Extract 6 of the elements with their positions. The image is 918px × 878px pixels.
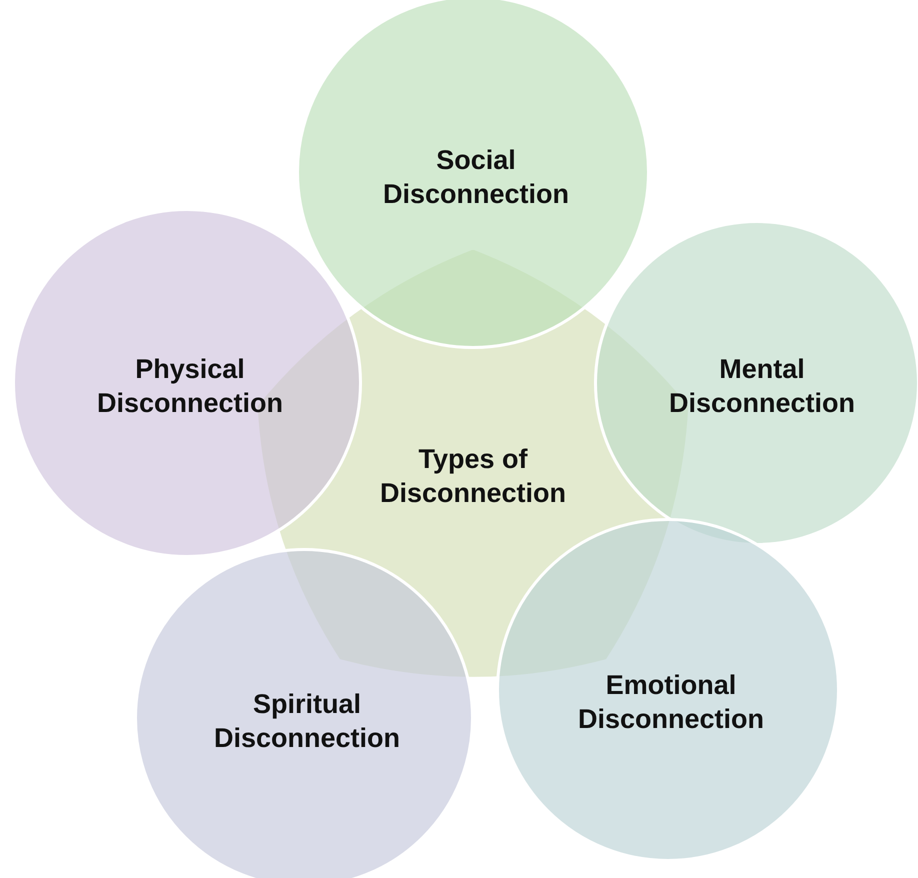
- node-label: Emotional Disconnection: [576, 669, 766, 736]
- node-label: Types of Disconnection: [378, 443, 568, 510]
- node-label: Mental Disconnection: [668, 353, 856, 420]
- node-label: Spiritual Disconnection: [212, 688, 402, 755]
- node-label: Social Disconnection: [382, 144, 570, 211]
- node-label: Physical Disconnection: [96, 353, 284, 420]
